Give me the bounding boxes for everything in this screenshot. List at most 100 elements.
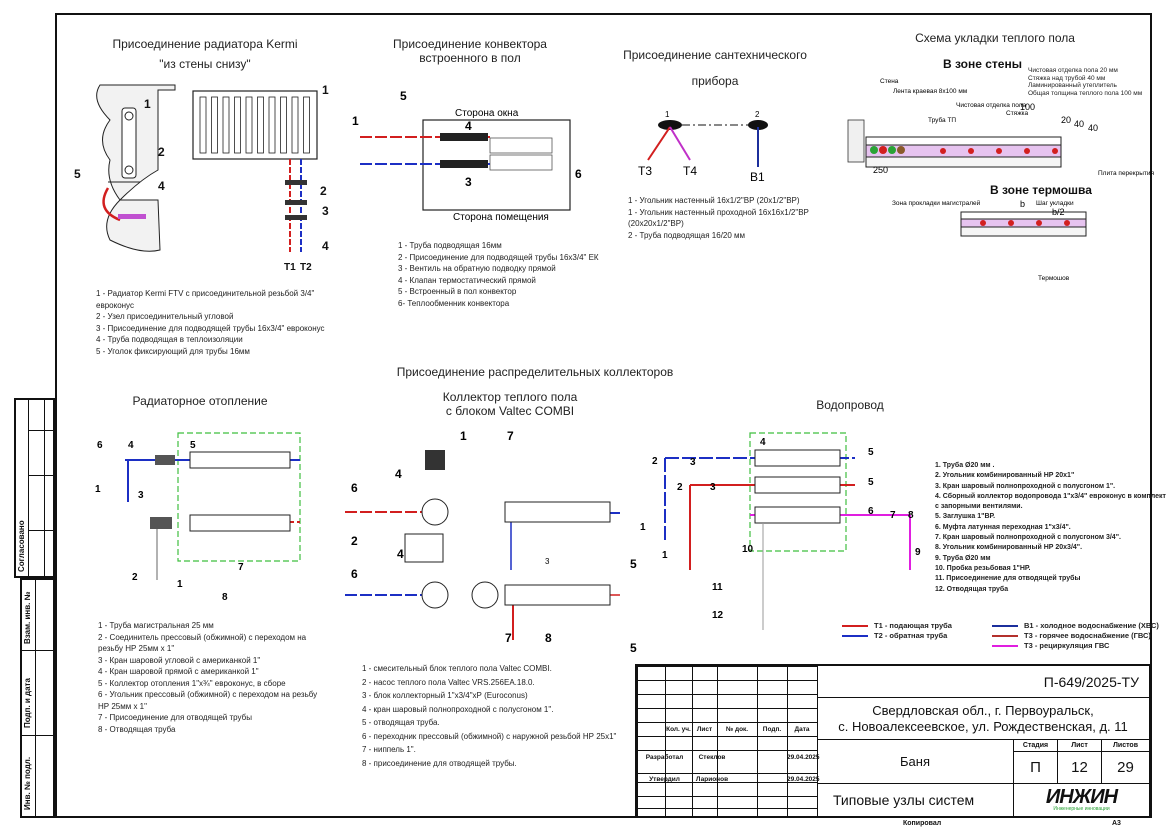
floor-pipe bbox=[1052, 148, 1058, 154]
sanitary-legend: 1 - Угольник настенный 16х1/2"ВР (20х1/2… bbox=[628, 195, 809, 241]
svg-text:Стена: Стена bbox=[880, 78, 899, 85]
kermi-callout-1b: 1 bbox=[322, 83, 329, 97]
collector-legend-item: 1 - смесительный блок теплого пола Valte… bbox=[362, 664, 552, 673]
room-side-label: Сторона помещения bbox=[453, 212, 549, 223]
water-supply-title: Водопровод bbox=[816, 398, 884, 412]
svg-text:2: 2 bbox=[652, 456, 658, 467]
pipe-color-swatch bbox=[992, 645, 1018, 648]
pipe-legend-item: В1 - холодное водоснабжение (ХВС) bbox=[992, 620, 1159, 632]
svg-text:7: 7 bbox=[507, 429, 514, 443]
radiator-side bbox=[121, 107, 137, 179]
svg-text:7: 7 bbox=[238, 562, 244, 573]
svg-text:2: 2 bbox=[351, 534, 358, 548]
svg-text:6: 6 bbox=[351, 481, 358, 495]
convector-legend-item: 5 - Встроенный в пол конвектор bbox=[398, 287, 517, 296]
stamp-column-header: Лист bbox=[696, 726, 713, 733]
sanitary-legend-item: 1 - Угольник настенный проходной 16х16х1… bbox=[628, 207, 809, 217]
kermi-legend: 1 - Радиатор Kermi FTV с присоединительн… bbox=[96, 288, 325, 357]
floor-pipe bbox=[980, 220, 986, 226]
svg-text:5: 5 bbox=[868, 477, 874, 488]
svg-text:250: 250 bbox=[873, 165, 888, 175]
kermi-legend-item: 4 - Труба подводящая в теплоизоляции bbox=[96, 335, 243, 344]
sheet-header: Лист bbox=[1058, 740, 1102, 752]
radiator-fin bbox=[280, 96, 287, 154]
sanitary-callout-2: 2 bbox=[755, 110, 760, 119]
sanitary-legend-item: 1 - Угольник настенный 16х1/2"ВР (20х1/2… bbox=[628, 196, 800, 205]
sanitary-callout-1: 1 bbox=[665, 110, 670, 119]
sheet-value: 12 bbox=[1058, 752, 1102, 784]
kermi-legend-item: евроконус bbox=[96, 300, 134, 310]
radiator-fin bbox=[291, 96, 299, 154]
svg-text:b/2: b/2 bbox=[1052, 207, 1065, 217]
collector-legend-item: 2 - насос теплого пола Valtec VRS.256EA.… bbox=[362, 677, 535, 687]
floor-layer-item: Общая толщина теплого пола 100 мм bbox=[1028, 89, 1143, 97]
pipe-color-swatch bbox=[992, 635, 1018, 638]
collector-legend-item: 6 - переходник прессовый (обжимной) с на… bbox=[362, 731, 617, 741]
radiator-legend-item: НР 25мм х 1" bbox=[98, 701, 147, 711]
main-pipe bbox=[870, 146, 878, 154]
radiator-fin bbox=[199, 96, 207, 154]
svg-text:1: 1 bbox=[95, 484, 101, 495]
sanitary-legend-item: (20х20х1/2"ВР) bbox=[628, 219, 684, 228]
radiator-fin bbox=[268, 96, 276, 154]
main-pipe bbox=[897, 146, 905, 154]
approved-date: 29.04.2025 bbox=[787, 776, 820, 783]
floor-layer-item: Стяжка над трубой 40 мм bbox=[1028, 74, 1106, 82]
main-pipe bbox=[879, 146, 887, 154]
sanitary-label-t4: T4 bbox=[683, 164, 697, 178]
kermi-callout-1a: 1 bbox=[144, 97, 151, 111]
radiator-legend-item: резьбу НР 25мм х 1" bbox=[98, 644, 175, 653]
svg-text:5: 5 bbox=[868, 447, 874, 458]
radiator-legend-item: 1 - Труба магистральная 25 мм bbox=[98, 621, 214, 630]
radiator-legend-item: 4 - Кран шаровой прямой с американкой 1" bbox=[98, 667, 259, 676]
svg-text:5: 5 bbox=[190, 440, 196, 451]
pipe-legend-item: Т3 - рециркуляция ГВС bbox=[992, 640, 1109, 652]
convector-callout-5: 5 bbox=[400, 89, 407, 103]
svg-text:b: b bbox=[1020, 199, 1025, 209]
stamp-column-header: Дата bbox=[794, 726, 810, 733]
radiator-heating-title: Радиаторное отопление bbox=[132, 394, 268, 408]
stamp-column-header: Подп. bbox=[762, 726, 782, 733]
collector-legend-item: 4 - кран шаровый полнопроходной с полусг… bbox=[362, 704, 554, 714]
svg-text:Чистовая отделка пола: Чистовая отделка пола bbox=[956, 102, 1026, 109]
radiator-fin bbox=[303, 96, 310, 154]
svg-text:7: 7 bbox=[890, 510, 896, 521]
water-legend-item: с запорными вентилями. bbox=[935, 503, 1023, 511]
underfloor-collector-diagram: 1 7 4 6 2 4 6 3 5 7 8 5 bbox=[345, 429, 637, 655]
convector-legend-item: 6- Теплообменник конвектора bbox=[398, 298, 510, 308]
kermi-callout-5: 5 bbox=[74, 167, 81, 181]
kermi-callout-4b: 4 bbox=[322, 239, 329, 253]
radiator-fin bbox=[245, 96, 253, 154]
svg-text:Зона прокладки магистралей: Зона прокладки магистралей bbox=[892, 199, 981, 207]
developed-name: Стеклов bbox=[698, 754, 726, 761]
stage-header: Стадия bbox=[1014, 740, 1058, 752]
sheets-header: Листов bbox=[1102, 740, 1150, 752]
water-legend-item: 9. Труба Ø20 мм bbox=[935, 554, 991, 562]
pipe-legend-item: Т2 - обратная труба bbox=[842, 630, 947, 642]
floor-diagram: Стена Лента краевая 8х100 мм Чистовая от… bbox=[847, 78, 1155, 282]
svg-text:3: 3 bbox=[690, 457, 696, 468]
main-pipe bbox=[888, 146, 896, 154]
convector-callout-1: 1 bbox=[352, 114, 359, 128]
svg-text:1: 1 bbox=[640, 522, 646, 533]
svg-text:10: 10 bbox=[742, 544, 754, 555]
stamp-column-header: № док. bbox=[725, 726, 749, 733]
radiator-legend-item: 6 - Угольник прессовый (обжимной) с пере… bbox=[98, 690, 318, 699]
pipe-color-swatch bbox=[992, 625, 1018, 628]
kermi-callout-2a: 2 bbox=[158, 145, 165, 159]
floor-pipe bbox=[968, 148, 974, 154]
svg-text:9: 9 bbox=[915, 547, 921, 558]
floor-screed bbox=[865, 136, 1062, 146]
svg-text:11: 11 bbox=[712, 582, 723, 593]
svg-text:1: 1 bbox=[177, 579, 183, 590]
radiator-fin bbox=[222, 96, 230, 154]
sanitary-legend-item: 2 - Труба подводящая 16/20 мм bbox=[628, 230, 746, 240]
radiator-legend-item: 7 - Присоединение для отводящей трубы bbox=[98, 713, 252, 722]
drawing-frame bbox=[55, 13, 1152, 818]
collector-legend-item: 8 - присоединение для отводящей трубы. bbox=[362, 758, 517, 768]
water-legend-item: 4. Сборный коллектор водопровода 1"х3/4"… bbox=[935, 492, 1166, 500]
collector-legend-item: 3 - блок коллекторный 1"х3/4"хР (Eurocon… bbox=[362, 691, 528, 700]
floor-slab bbox=[865, 156, 1062, 168]
